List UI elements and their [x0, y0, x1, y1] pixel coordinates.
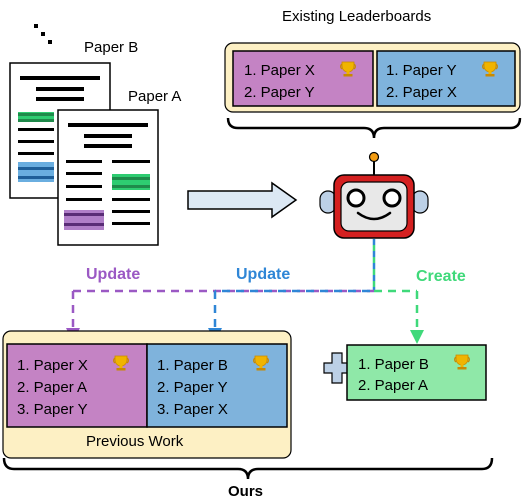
paper-a-label: Paper A: [128, 88, 181, 105]
previous-left-row-2: 2. Paper A: [17, 379, 87, 396]
flow-lines: [66, 239, 424, 344]
plus-icon: [323, 352, 351, 384]
paper-b-label: Paper B: [84, 39, 138, 56]
ours-label: Ours: [228, 483, 263, 498]
existing-brace: [226, 117, 522, 139]
new-board-row-1: 1. Paper B: [358, 356, 429, 373]
existing-right-row-2: 2. Paper X: [386, 84, 457, 101]
ellipsis-icon: [34, 24, 52, 44]
previous-work-title: Previous Work: [86, 433, 184, 450]
existing-board-right: [376, 50, 516, 107]
update-left-label: Update: [86, 266, 140, 283]
existing-left-row-2: 2. Paper Y: [244, 84, 315, 101]
create-label: Create: [416, 268, 466, 285]
existing-leaderboards-title: Existing Leaderboards: [282, 8, 431, 25]
ours-brace: [2, 457, 494, 480]
previous-left-row-3: 3. Paper Y: [17, 401, 88, 418]
previous-right-row-1: 1. Paper B: [157, 357, 228, 374]
previous-left-row-1: 1. Paper X: [17, 357, 88, 374]
paper-a-document: [57, 109, 159, 246]
new-board-row-2: 2. Paper A: [358, 377, 428, 394]
existing-right-row-1: 1. Paper Y: [386, 62, 457, 79]
previous-right-row-3: 3. Paper X: [157, 401, 228, 418]
robot-icon: [319, 151, 429, 239]
update-right-label: Update: [236, 266, 290, 283]
previous-right-row-2: 2. Paper Y: [157, 379, 228, 396]
input-arrow: [187, 181, 298, 219]
existing-board-left: [232, 50, 374, 107]
new-board: [346, 344, 487, 401]
existing-left-row-1: 1. Paper X: [244, 62, 315, 79]
